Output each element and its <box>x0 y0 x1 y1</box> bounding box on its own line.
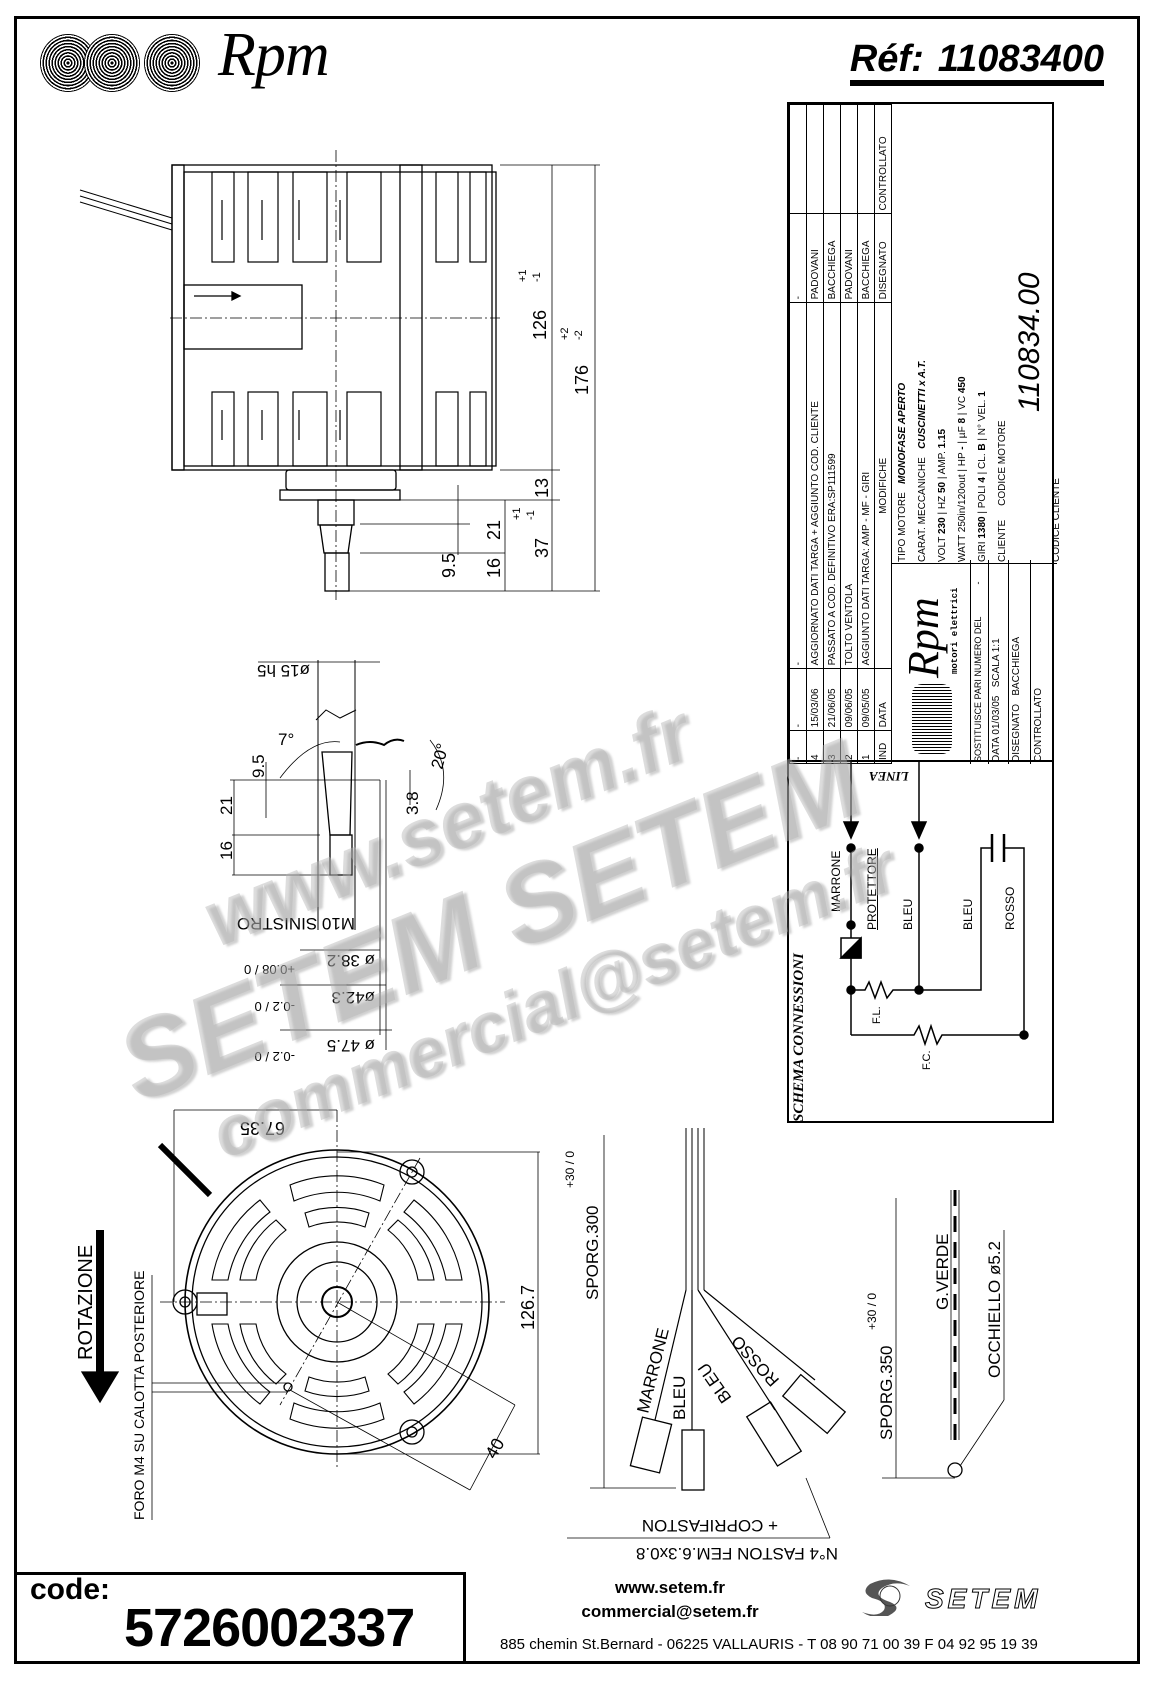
drawing-frame <box>14 16 1140 1664</box>
svg-text:SPORG.300: SPORG.300 <box>583 1206 602 1301</box>
code-value: 5726002337 <box>124 1598 415 1658</box>
svg-text:+30 / 0: +30 / 0 <box>865 1293 879 1330</box>
svg-text:ø15 h5: ø15 h5 <box>257 661 310 680</box>
table-row: ---- <box>789 104 807 764</box>
motor-specs: TIPO MOTORE MONOFASE APERTO CARAT. MECCA… <box>897 272 1062 562</box>
address: 885 chemin St.Bernard - 06225 VALLAURIS … <box>500 1636 1038 1653</box>
code-label: code: <box>30 1573 111 1606</box>
svg-text:+30 / 0: +30 / 0 <box>563 1151 577 1188</box>
svg-text:+ COPRIFASTON: + COPRIFASTON <box>642 1516 778 1535</box>
svg-text:3.8: 3.8 <box>403 791 422 815</box>
front-view-motor <box>80 1109 540 1520</box>
linea-label: LINEA <box>869 769 909 784</box>
svg-text:67.35: 67.35 <box>240 1118 285 1138</box>
svg-text:16: 16 <box>217 841 236 860</box>
svg-text:+1: +1 <box>511 507 523 520</box>
svg-text:20°: 20° <box>428 741 453 771</box>
svg-text:+2: +2 <box>559 327 571 340</box>
svg-text:N°4 FASTON FEM.6.3x0.8: N°4 FASTON FEM.6.3x0.8 <box>636 1544 838 1563</box>
email-link[interactable]: commercial@setem.fr <box>581 1602 759 1621</box>
svg-text:-1: -1 <box>531 272 543 282</box>
rpm-small-logo: Rpm motori elettrici SOSTITUISCE PARI NU… <box>891 560 1057 764</box>
svg-text:9.5: 9.5 <box>249 754 268 778</box>
svg-text:M10 SINISTRO: M10 SINISTRO <box>237 914 355 933</box>
svg-text:126: 126 <box>530 310 550 340</box>
svg-text:21: 21 <box>484 520 504 540</box>
svg-text:BLEU: BLEU <box>694 1359 735 1406</box>
wiring-schema: LINEA SCHEMA CONNESSIONI MARRONE PROTETT… <box>787 760 1054 1123</box>
shaft-detail <box>230 660 445 1050</box>
svg-text:SPORG.350: SPORG.350 <box>877 1346 896 1441</box>
website-link[interactable]: www.setem.fr <box>615 1578 725 1597</box>
svg-text:-2: -2 <box>573 330 585 340</box>
svg-text:21: 21 <box>217 796 236 815</box>
motor-code: 110834.00 <box>1013 272 1046 412</box>
schema-title: SCHEMA CONNESSIONI <box>791 953 807 1122</box>
svg-text:G.VERDE: G.VERDE <box>933 1233 952 1310</box>
svg-text:126.7: 126.7 <box>518 1285 538 1330</box>
reference-number: Réf:11083400 <box>849 38 1104 86</box>
svg-text:+1: +1 <box>517 269 529 282</box>
leads-labels: SPORG.300 +30 / 0 MARRONE BLEU BLEU ROSS… <box>563 1151 1004 1563</box>
coil-icon <box>144 34 200 92</box>
coil-icon <box>84 34 140 92</box>
leads-drawing <box>567 1128 1005 1539</box>
svg-text:-0.2 / 0: -0.2 / 0 <box>255 1049 295 1064</box>
svg-text:BLEU: BLEU <box>670 1376 689 1420</box>
svg-text:7°: 7° <box>278 730 294 749</box>
svg-text:FORO M4 SU CALOTTA POSTERIORE: FORO M4 SU CALOTTA POSTERIORE <box>131 1271 147 1520</box>
svg-text:-0.2 / 0: -0.2 / 0 <box>255 999 295 1014</box>
front-view-dimensions: 67.35 126.7 40 ROTAZIONE FORO M4 SU CALO… <box>75 1118 538 1520</box>
contact-info: www.setem.fr commercial@setem.fr <box>560 1576 780 1624</box>
svg-text:ø42.3: ø42.3 <box>332 988 375 1007</box>
shaft-detail-dimensions: ø15 h5 7° 20° 9.5 21 16 3.8 M10 SINISTRO… <box>217 661 453 1064</box>
svg-text:13: 13 <box>532 478 552 498</box>
svg-text:ø 47.5: ø 47.5 <box>327 1036 375 1055</box>
svg-text:ø 38.2: ø 38.2 <box>327 951 375 970</box>
svg-text:16: 16 <box>484 558 504 578</box>
svg-text:40: 40 <box>481 1435 508 1462</box>
side-view-motor <box>79 150 600 600</box>
svg-text:ROSSO: ROSSO <box>728 1332 783 1390</box>
svg-text:37: 37 <box>532 538 552 558</box>
company-name: SETEM <box>924 1583 1042 1615</box>
svg-text:-1: -1 <box>525 510 537 520</box>
svg-text:176: 176 <box>572 365 592 395</box>
svg-text:ROTAZIONE: ROTAZIONE <box>75 1245 97 1360</box>
svg-text:+0.08 / 0: +0.08 / 0 <box>244 962 295 977</box>
setem-logo-icon <box>860 1576 916 1618</box>
svg-text:9.5: 9.5 <box>439 553 459 578</box>
code-box <box>14 1572 466 1664</box>
rpm-logo: Rpm <box>40 21 370 100</box>
side-view-dimensions: 126 +1 -1 176 +2 -2 13 37 +1 -1 21 16 9.… <box>439 269 592 578</box>
svg-text:OCCHIELLO ø5.2: OCCHIELLO ø5.2 <box>985 1241 1004 1378</box>
brand-name: Rpm <box>218 21 330 89</box>
coil-icon <box>912 684 952 754</box>
